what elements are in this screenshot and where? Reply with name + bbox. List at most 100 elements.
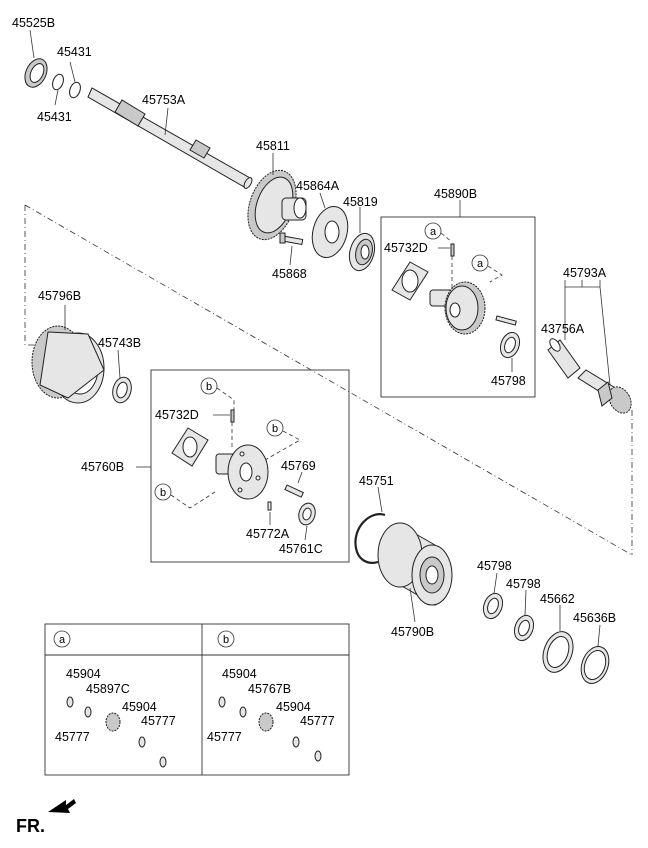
washer-45798-c (513, 614, 535, 642)
leader-45525B (29, 29, 35, 59)
pin-45732D-a (450, 243, 455, 257)
label-45431-bottom: 45431 (37, 110, 72, 124)
legend-a-washer-3 (138, 736, 146, 748)
label-45751: 45751 (359, 474, 394, 488)
label-45798-c: 45798 (506, 577, 541, 591)
label-45753A: 45753A (142, 93, 186, 107)
label-45743B: 45743B (98, 336, 141, 350)
label-45732D-b: 45732D (155, 408, 199, 422)
front-label: FR. (16, 816, 45, 836)
seal-45525B (24, 58, 48, 88)
ring-gear-45796B (31, 325, 105, 404)
legend-a-label-45897C: 45897C (86, 682, 130, 696)
label-45796B: 45796B (38, 289, 81, 303)
callout-a-mid-line (487, 265, 503, 283)
label-45890B: 45890B (434, 187, 477, 201)
callout-a-top-text: a (430, 226, 437, 238)
legend-a-washer-1 (66, 696, 74, 708)
leader-45753A (164, 107, 169, 136)
legend-a-pinion-gear (105, 712, 121, 732)
pin-differential (495, 315, 517, 326)
shaft-45753A (87, 87, 253, 189)
front-direction-arrow-icon (48, 799, 76, 813)
pin-45769 (284, 484, 304, 498)
callout-a-top: a (424, 222, 442, 240)
label-45662: 45662 (540, 592, 575, 606)
callout-b-1-line (216, 387, 235, 410)
label-43756A: 43756A (541, 322, 585, 336)
callout-a-top-line (440, 232, 453, 243)
bushing-43756A (547, 338, 581, 379)
callout-b-2-text: b (272, 423, 278, 435)
flange-45864A (311, 206, 349, 258)
drum-45790B (377, 522, 453, 606)
legend-b-label-45777-2: 45777 (300, 714, 335, 728)
leader-45793A-b (599, 286, 611, 386)
legend-b-washer-1 (218, 696, 226, 708)
planet-carrier (215, 444, 269, 500)
box-45760B (150, 369, 350, 563)
thrust-washer-differential (391, 261, 429, 301)
leader-45636B (597, 624, 601, 647)
legend-a-washer-4 (159, 756, 167, 768)
ring-45431-outer (52, 73, 64, 91)
assembly-outline-dashed (24, 205, 40, 346)
label-45760B: 45760B (81, 460, 124, 474)
callout-b-2-line (264, 430, 301, 461)
legend-b-label-45777-1: 45777 (207, 730, 242, 744)
leader-45751 (377, 486, 383, 513)
label-45761C: 45761C (279, 542, 323, 556)
leader-45761C (304, 525, 308, 541)
legend-a-label-45904-2: 45904 (122, 700, 157, 714)
legend-a-label-45904-1: 45904 (66, 667, 101, 681)
legend-a-label-45777-2: 45777 (141, 714, 176, 728)
pin-45732D-b (230, 409, 235, 423)
legend-table: a b (44, 623, 350, 776)
leader-45798-b (493, 572, 498, 594)
callout-b-3-text: b (160, 487, 166, 499)
label-45769: 45769 (281, 459, 316, 473)
leader-45431-bot (54, 89, 59, 106)
shaft-45793A (577, 369, 632, 414)
bracket-45793A (564, 280, 601, 288)
ring-gear-45811 (247, 169, 307, 241)
leader-45769 (297, 471, 303, 484)
legend-b-label-45904-1: 45904 (222, 667, 257, 681)
pin-45772A (267, 501, 272, 511)
leader-45798-c (524, 589, 527, 616)
callout-b-1-text: b (206, 381, 212, 393)
label-45864A: 45864A (296, 179, 340, 193)
bolt-45868 (279, 232, 304, 245)
callout-b-3: b (154, 483, 172, 501)
differential-case (429, 281, 486, 335)
callout-a-mid: a (471, 254, 489, 272)
legend-a-header: a (59, 634, 66, 646)
legend-b-label-45904-2: 45904 (276, 700, 311, 714)
ring-45431-inner (69, 81, 81, 99)
label-45772A: 45772A (246, 527, 290, 541)
legend-b-pinion-gear (258, 712, 274, 732)
washer-45743B (112, 376, 132, 404)
label-45793A: 45793A (563, 266, 607, 280)
legend-b-label-45767B: 45767B (248, 682, 291, 696)
label-45790B: 45790B (391, 625, 434, 639)
legend-a-label-45777-1: 45777 (55, 730, 90, 744)
thrust-washer-carrier (171, 427, 209, 467)
callout-b-2: b (266, 419, 284, 437)
label-45732D-a: 45732D (384, 241, 428, 255)
leader-45864A (319, 192, 326, 209)
label-45798-b: 45798 (477, 559, 512, 573)
legend-a-washer-2 (84, 706, 92, 718)
leader-45868 (289, 245, 293, 266)
washer-45798-a (499, 331, 521, 359)
callout-b-1: b (200, 377, 218, 395)
callout-a-mid-text: a (477, 258, 484, 270)
legend-b-washer-3 (292, 736, 300, 748)
washer-45761C (298, 502, 316, 526)
snap-ring-45751 (354, 513, 386, 564)
bearing-45819 (348, 232, 376, 272)
leader-45790B (409, 587, 416, 623)
callout-b-3-line (170, 491, 216, 509)
leader-45743B (117, 349, 121, 379)
